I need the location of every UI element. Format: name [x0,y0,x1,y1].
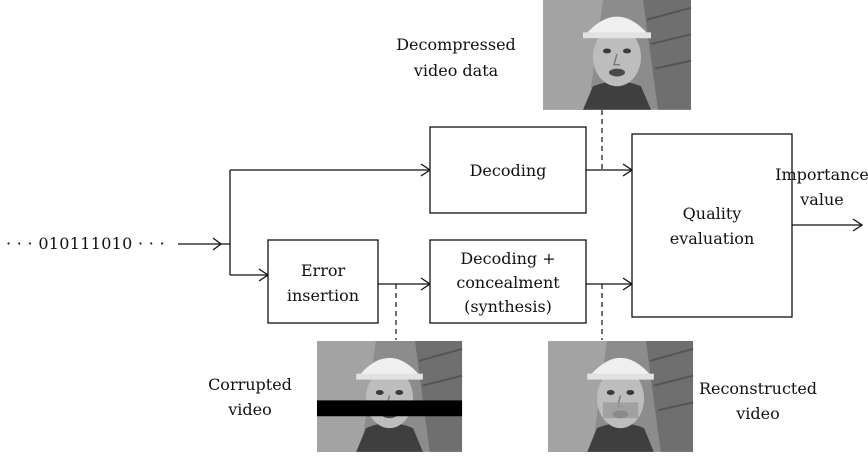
block-decoding: Decoding [429,126,587,214]
reconstructed-caption-line2: video [735,404,780,423]
block-error-insertion-line1: Error [301,261,346,280]
corrupted-caption-line1: Corrupted [208,375,292,394]
block-quality-line2: evaluation [670,229,755,248]
block-decoding-concealment: Decoding + concealment (synthesis) [429,239,587,324]
block-error-insertion-line2: insertion [287,286,359,305]
block-concealment-line3: (synthesis) [464,297,552,316]
block-quality-evaluation: Quality evaluation [631,133,793,318]
decompressed-caption-line2: video data [413,61,499,80]
input-bitstream-label: · · · 010111010 · · · [6,234,165,253]
reconstructed-caption-line1: Reconstructed [699,379,817,398]
reconstructed-video-image [547,340,695,453]
corruption-bar [317,400,463,417]
output-label-line1: Importance [775,165,868,184]
block-concealment-line1: Decoding + [460,249,555,268]
concealment-artifact [602,402,639,419]
block-quality-line1: Quality [683,204,742,223]
output-label-line2: value [799,190,843,209]
corrupted-caption-line2: video [227,400,272,419]
block-concealment-line2: concealment [456,273,560,292]
arrowhead-input [212,237,223,251]
corrupted-video-image [316,340,464,453]
decompressed-caption-line1: Decompressed [396,35,516,54]
arrowhead-output [852,218,864,232]
decompressed-video-image [542,0,692,111]
image-taps [395,110,603,340]
block-error-insertion: Error insertion [267,239,379,324]
block-decoding-label: Decoding [470,161,547,180]
